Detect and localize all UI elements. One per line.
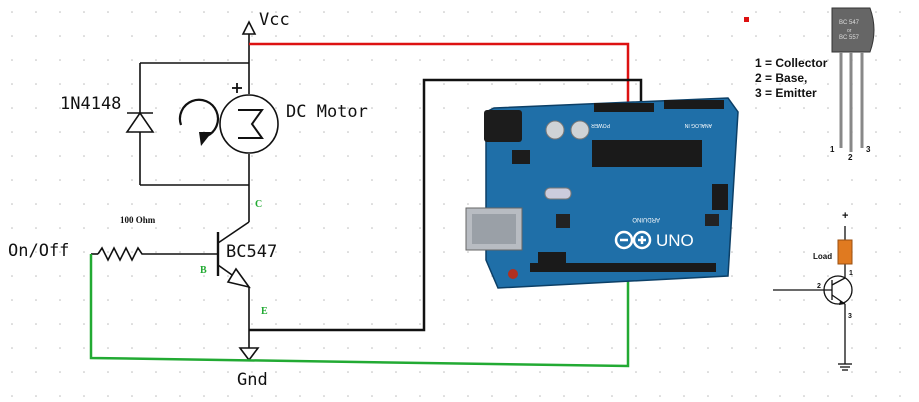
icsp-header [712,184,728,210]
signal-wire [89,254,630,368]
digital-header [530,263,716,272]
board-model-label: UNO [656,231,694,250]
pinout-legend-3: 3 = Emitter [755,86,817,100]
emitter-letter: E [261,306,268,317]
motor-label: DC Motor [286,102,368,122]
pin-number-3: 3 [866,145,871,154]
reset-button [508,269,518,279]
gnd-symbol [238,347,260,362]
pin-number-2: 2 [848,153,853,162]
crystal [544,187,572,200]
package-line3: BC 557 [839,35,860,41]
load-pin1: 1 [849,270,853,277]
gnd-wire-arduino [249,78,643,332]
diode-symbol [125,111,155,133]
transistor-label: BC547 [226,242,277,262]
pinout-legend-2: 2 = Base, [755,71,807,85]
transistor-symbol [146,221,251,348]
board-analog-label: ANALOG IN [684,122,712,128]
microcontroller-chip [592,140,702,167]
board-brand-label: ARDUINO [632,216,660,222]
vcc-label: Vcc [259,10,290,30]
load-pin2: 2 [817,283,821,290]
vcc-wire [249,42,630,110]
arduino-board: UNO ARDUINO POWER ANALOG IN DIGITAL (PWM… [465,97,739,289]
arduino-logo-icon [614,230,652,250]
vcc-symbol [241,20,257,63]
rotation-arrow-icon [178,98,220,146]
package-line1: BC 547 [839,20,860,26]
board-digital-label: DIGITAL (PWM~) [671,280,710,286]
on-off-label: On/Off [8,241,69,261]
analog-header [664,100,724,109]
pinout-legend-1: 1 = Collector [755,56,828,70]
load-circuit: + Load 1 2 3 [773,210,853,371]
wires [89,42,643,368]
load-plus: + [842,210,848,222]
load-resistor [837,239,853,265]
power-header [594,103,654,112]
package-line2: or [847,28,852,34]
collector-letter: C [255,199,262,210]
transistor-package [831,7,875,53]
diode-label: 1N4148 [60,94,121,114]
schematic [91,20,279,362]
resistor-value-label: 100 Ohm [120,215,156,225]
red-marker [744,17,749,22]
base-letter: B [200,265,207,276]
dc-jack [484,110,522,142]
load-pin3: 3 [848,313,852,320]
board-power-label: POWER [591,122,610,128]
gnd-label: Gnd [237,370,268,390]
load-label: Load [813,252,832,261]
transistor-pinout: BC 547 or BC 557 1 2 3 1 = Collector 2 =… [744,7,875,162]
pin-number-1: 1 [830,145,835,154]
motor-symbol [219,83,279,154]
